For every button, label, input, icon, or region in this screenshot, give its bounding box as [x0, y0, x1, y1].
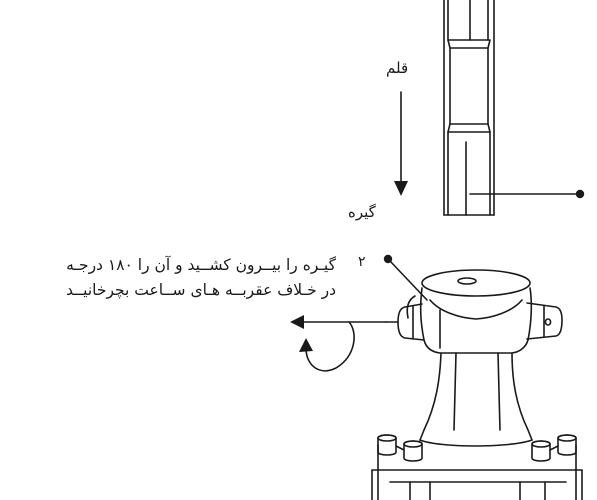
step-number: ۲ [358, 254, 366, 270]
instruction-line-2: در خـلاف عقربــه هـای ســاعت بچرخانیــد [65, 281, 336, 299]
base-bolt [403, 440, 423, 462]
clamp-head [385, 269, 563, 354]
pull-direction-arrow [290, 315, 387, 329]
clamp-label: گیره [348, 203, 376, 221]
clamp-body [419, 352, 533, 441]
base-bolt [531, 440, 551, 462]
instruction-line-1: گیـره را بیــرون کشــید و آن را ۱۸۰ درجـ… [66, 256, 336, 274]
base-bolt [377, 434, 397, 456]
pen-to-clamp-arrow [394, 91, 408, 196]
pen-barrel [443, 0, 495, 216]
base-bolt [557, 434, 577, 456]
rotation-arrow [299, 321, 355, 372]
clamp-leader-line [469, 189, 585, 199]
clamp-base [371, 434, 583, 500]
pen-label: قلم [386, 59, 409, 77]
step-leader-line [383, 254, 428, 301]
